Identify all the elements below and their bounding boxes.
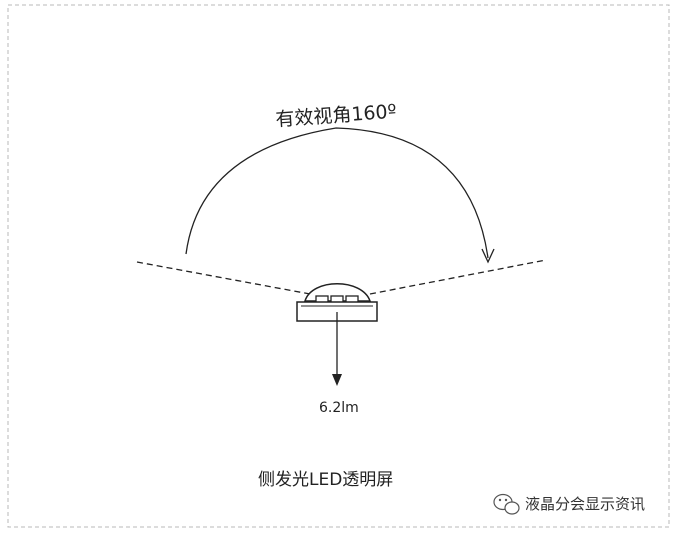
diagram-caption: 侧发光LED透明屏 <box>258 470 393 490</box>
watermark-text: 液晶分会显示资讯 <box>525 495 645 513</box>
watermark: 液晶分会显示资讯 <box>493 493 645 515</box>
viewing-angle-arc <box>185 127 489 259</box>
wechat-icon <box>493 493 520 515</box>
dashed-frame <box>7 4 670 528</box>
led-package <box>296 283 378 322</box>
viewing-angle-label: 有效视角160º <box>275 101 398 131</box>
lumen-label: 6.2lm <box>319 400 359 416</box>
beam-boundary-right <box>369 259 547 295</box>
beam-boundary-left <box>136 261 311 295</box>
arc-arrowhead <box>481 248 495 264</box>
lumen-arrowhead <box>332 374 342 386</box>
